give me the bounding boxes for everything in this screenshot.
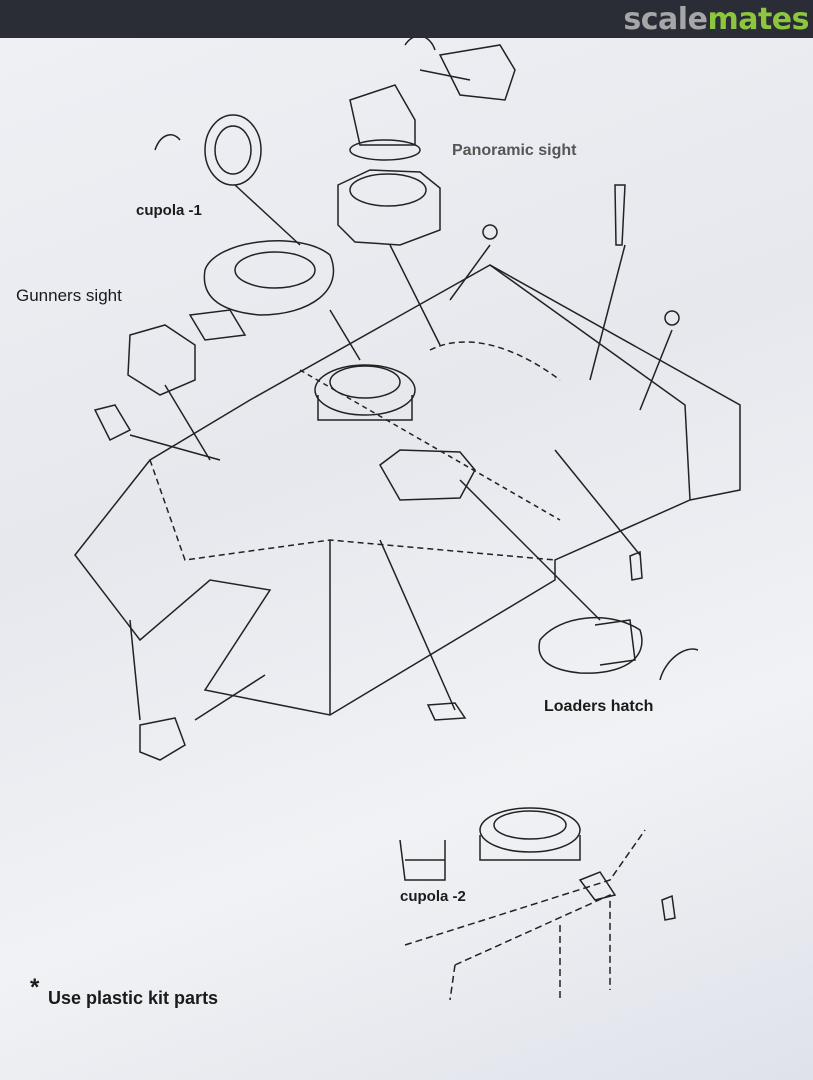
label-cupola-2: cupola -2 (400, 888, 466, 905)
note-plastic-kit-parts: Use plastic kit parts (48, 988, 219, 1008)
label-panoramic-sight: Panoramic sight (452, 142, 577, 159)
label-gunners-sight: Gunners sight (16, 286, 122, 305)
label-cupola-1: cupola -1 (136, 202, 202, 219)
asterisk-marker: * (30, 974, 40, 1001)
scalemates-logo[interactable]: scalemates (623, 2, 809, 37)
turret-assembly-drawing (74, 38, 741, 1001)
instruction-sheet: Panoramic sight cupola -1 Gunners sight … (0, 38, 813, 1080)
watermark-bar: scalemates (0, 0, 813, 38)
label-loaders-hatch: Loaders hatch (544, 698, 654, 715)
